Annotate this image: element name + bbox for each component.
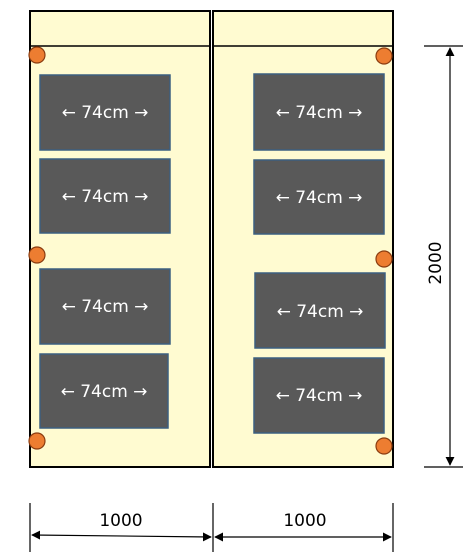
panel-label: ← 74cm →	[62, 103, 149, 123]
corner-dot	[28, 246, 46, 264]
right-panel-3: ← 74cm →	[254, 272, 386, 349]
left-panel-3: ← 74cm →	[39, 268, 171, 345]
left-column: ← 74cm → ← 74cm → ← 74cm → ← 74cm →	[28, 10, 211, 468]
panel-label: ← 74cm →	[62, 187, 149, 207]
panel-box	[39, 268, 171, 345]
right-panel-1: ← 74cm →	[253, 73, 385, 151]
panel-box	[253, 357, 385, 434]
corner-dot	[375, 47, 393, 65]
panel-box	[39, 158, 171, 234]
left-panel-1: ← 74cm →	[39, 74, 171, 151]
panel-box	[39, 74, 171, 151]
panel-label: ← 74cm →	[276, 103, 363, 123]
panel-box	[253, 73, 385, 151]
height-dimension: 2000	[424, 45, 463, 468]
corner-dot	[28, 46, 46, 64]
panel-box	[254, 272, 386, 349]
right-panel-4: ← 74cm →	[253, 357, 385, 434]
panel-label: ← 74cm →	[276, 188, 363, 208]
panel-box	[253, 159, 385, 235]
width-arrow-left	[31, 530, 212, 542]
corner-dot	[375, 437, 393, 455]
panel-box	[39, 353, 169, 429]
panel-label: ← 74cm →	[61, 382, 148, 402]
panel-label: ← 74cm →	[277, 302, 364, 322]
corner-dot	[375, 250, 393, 268]
right-column: ← 74cm → ← 74cm → ← 74cm → ← 74cm →	[212, 10, 394, 468]
width-label-left: 1000	[99, 511, 142, 531]
left-panel-2: ← 74cm →	[39, 158, 171, 234]
width-dimension: 1000 1000	[29, 503, 394, 552]
left-panel-4: ← 74cm →	[39, 353, 169, 429]
right-panel-2: ← 74cm →	[253, 159, 385, 235]
height-label: 2000	[426, 241, 446, 284]
panel-label: ← 74cm →	[62, 297, 149, 317]
width-label-right: 1000	[283, 511, 326, 531]
panel-label: ← 74cm →	[276, 386, 363, 406]
corner-dot	[28, 432, 46, 450]
